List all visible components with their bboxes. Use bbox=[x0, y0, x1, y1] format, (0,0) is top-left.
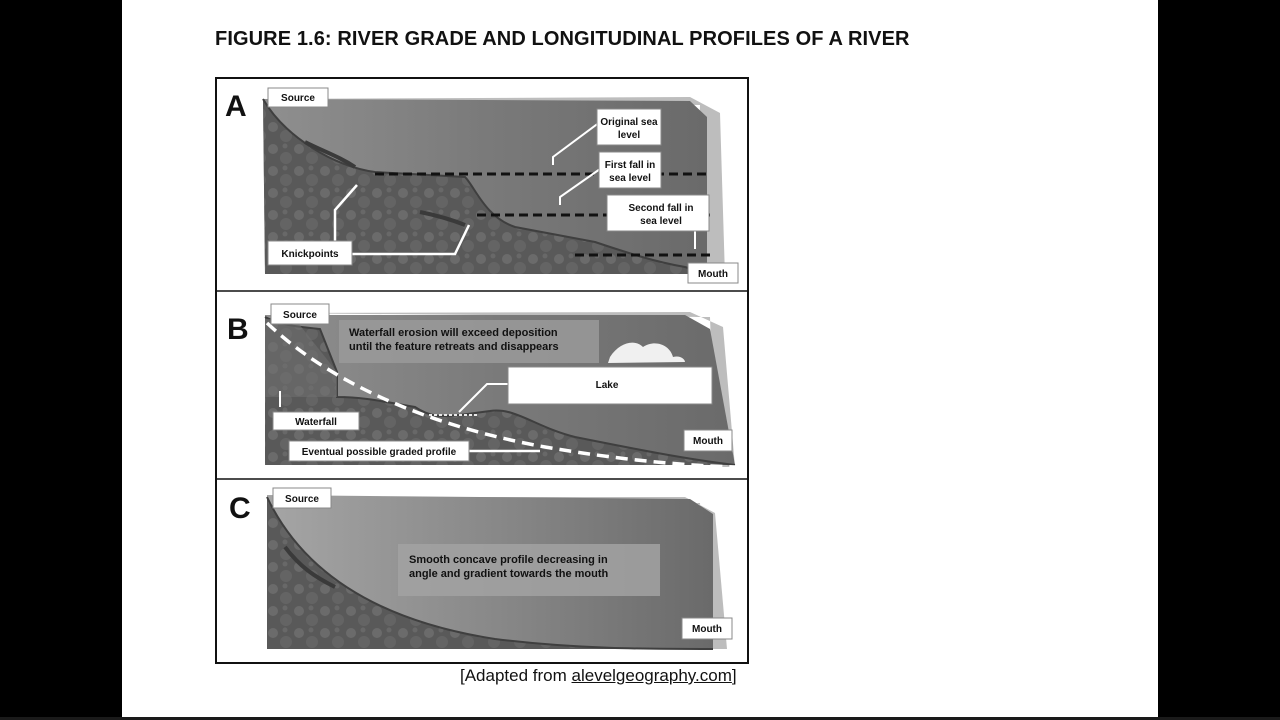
label-source-a: Source bbox=[267, 87, 329, 108]
label-second-fall: Second fall in sea level bbox=[606, 194, 710, 232]
river-channel bbox=[304, 140, 357, 169]
svg-text:sea level: sea level bbox=[640, 216, 682, 227]
svg-text:level: level bbox=[618, 130, 640, 141]
panel-b: B Source Waterfall erosion will exceed d… bbox=[227, 303, 736, 469]
panel-letter-a: A bbox=[225, 90, 247, 123]
river-channel bbox=[419, 210, 466, 227]
svg-text:Lake: Lake bbox=[596, 380, 619, 391]
cloud-shape bbox=[608, 342, 685, 363]
figure-title: FIGURE 1.6: RIVER GRADE AND LONGITUDINAL… bbox=[215, 28, 910, 50]
svg-text:Source: Source bbox=[283, 310, 317, 321]
label-knickpoints: Knickpoints bbox=[267, 240, 353, 266]
label-first-fall: First fall in sea level bbox=[598, 151, 662, 189]
note-waterfall-erosion: Waterfall erosion will exceed deposition… bbox=[339, 320, 599, 363]
label-source-c: Source bbox=[272, 487, 332, 509]
svg-text:First fall in: First fall in bbox=[605, 160, 656, 171]
label-mouth-b: Mouth bbox=[683, 429, 733, 452]
note-concave-profile: Smooth concave profile decreasing in ang… bbox=[398, 544, 660, 596]
leader-line bbox=[458, 383, 510, 413]
label-lake: Lake bbox=[507, 366, 713, 405]
svg-text:Waterfall: Waterfall bbox=[295, 417, 337, 428]
land-profile bbox=[263, 99, 707, 274]
svg-text:Mouth: Mouth bbox=[698, 269, 728, 280]
land-profile bbox=[267, 497, 713, 649]
label-original-sea-level: Original sea level bbox=[596, 108, 662, 146]
panel-letter-b: B bbox=[227, 313, 249, 346]
credit-suffix: ] bbox=[731, 666, 737, 685]
svg-text:Mouth: Mouth bbox=[693, 436, 723, 447]
svg-text:angle and gradient towards the: angle and gradient towards the mouth bbox=[409, 568, 609, 580]
river-channel bbox=[283, 545, 336, 589]
svg-text:Second fall in: Second fall in bbox=[628, 203, 693, 214]
figure-credit: [Adapted from alevelgeography.com] bbox=[460, 666, 737, 686]
panel-a: A Source Original sea level First fall i… bbox=[225, 87, 739, 284]
svg-text:Original sea: Original sea bbox=[600, 117, 658, 128]
svg-text:Knickpoints: Knickpoints bbox=[281, 249, 339, 260]
river-profile-line bbox=[266, 496, 714, 650]
figure-diagram: A Source Original sea level First fall i… bbox=[215, 77, 749, 664]
label-mouth-a: Mouth bbox=[687, 262, 739, 284]
svg-text:sea level: sea level bbox=[609, 173, 651, 184]
label-waterfall: Waterfall bbox=[272, 411, 360, 431]
label-graded-profile: Eventual possible graded profile bbox=[288, 440, 470, 462]
label-source-b: Source bbox=[270, 303, 330, 325]
svg-text:Source: Source bbox=[285, 494, 319, 505]
svg-text:Mouth: Mouth bbox=[692, 624, 722, 635]
bottom-edge bbox=[0, 717, 1280, 720]
svg-text:Smooth concave profile decreas: Smooth concave profile decreasing in bbox=[409, 554, 608, 566]
graded-profile-line bbox=[265, 321, 736, 469]
svg-text:Source: Source bbox=[281, 93, 315, 104]
credit-link[interactable]: alevelgeography.com bbox=[571, 666, 732, 685]
panel-letter-c: C bbox=[229, 492, 251, 525]
svg-text:Eventual possible graded profi: Eventual possible graded profile bbox=[302, 447, 457, 458]
credit-prefix: [Adapted from bbox=[460, 666, 572, 685]
land-profile bbox=[265, 317, 735, 465]
leader-line bbox=[559, 168, 601, 205]
label-mouth-c: Mouth bbox=[681, 617, 733, 640]
leader-line bbox=[552, 121, 601, 165]
panel-c: C Source Smooth concave profile decreasi… bbox=[229, 487, 733, 650]
svg-text:until the feature retreats and: until the feature retreats and disappear… bbox=[349, 341, 559, 353]
svg-text:Waterfall erosion will exceed: Waterfall erosion will exceed deposition bbox=[349, 327, 558, 339]
